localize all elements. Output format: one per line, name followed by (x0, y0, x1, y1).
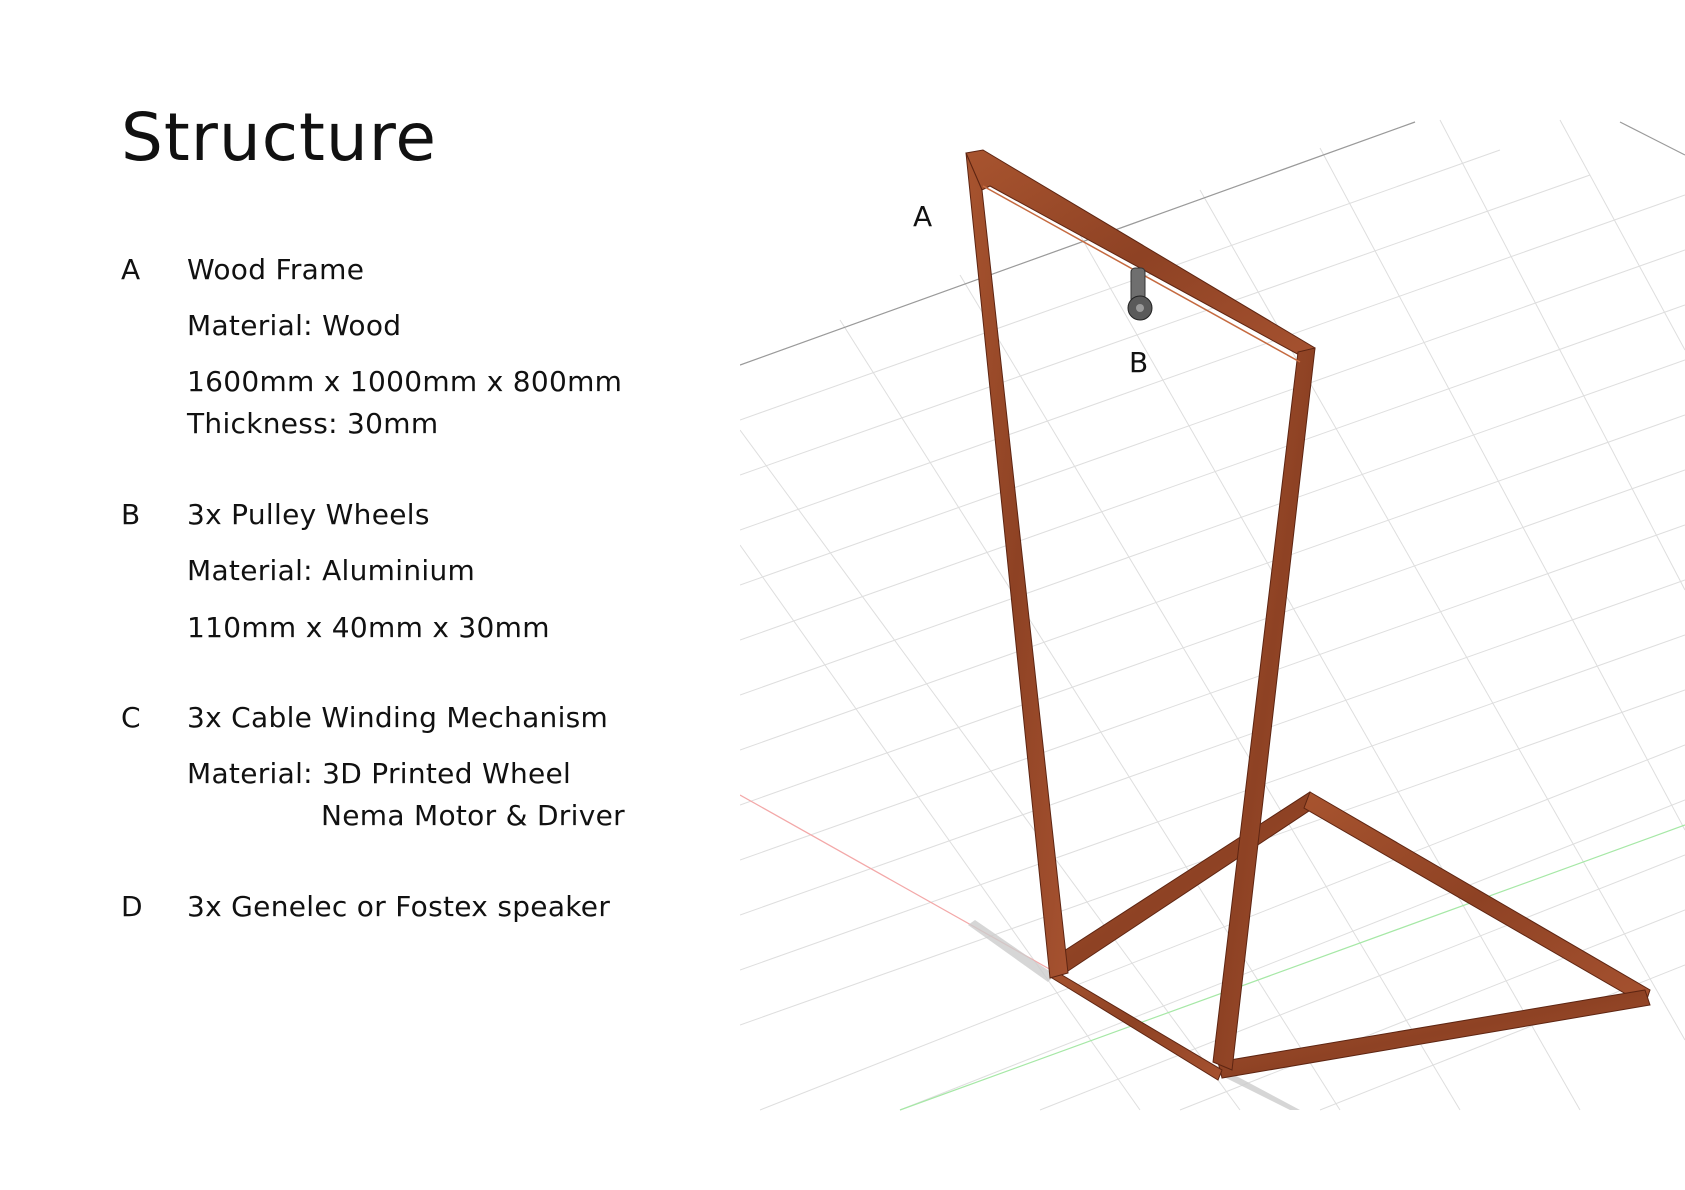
z-axis-line (899, 824, 1685, 1111)
spec-letter-b: B (121, 498, 141, 531)
page-title: Structure (121, 99, 438, 176)
horizon-line (740, 121, 1416, 366)
frame-shadow-2 (1220, 1070, 1300, 1110)
spec-name-c: 3x Cable Winding Mechanism (187, 701, 609, 734)
spec-name-d: 3x Genelec or Fostex speaker (187, 890, 611, 923)
spec-name-a: Wood Frame (187, 253, 365, 286)
spec-material-b: Material: Aluminium (187, 554, 476, 587)
spec-material-c: Material: 3D Printed Wheel (187, 757, 572, 790)
spec-letter-a: A (121, 253, 141, 286)
spec-material-extra-c: Nema Motor & Driver (321, 799, 625, 832)
drawing-label-b: B (1129, 346, 1148, 379)
frame-shadow (968, 920, 1055, 982)
base-frame (1049, 791, 1651, 1081)
upright-frame (965, 149, 1316, 1071)
spec-dimensions-b: 110mm x 40mm x 30mm (187, 611, 550, 644)
spec-letter-c: C (121, 701, 141, 734)
spec-material-a: Material: Wood (187, 309, 402, 342)
spec-dimensions-a: 1600mm x 1000mm x 800mm (187, 365, 623, 398)
spec-name-b: 3x Pulley Wheels (187, 498, 430, 531)
horizon-line-right (1619, 121, 1685, 156)
spec-thickness-a: Thickness: 30mm (187, 407, 439, 440)
spec-letter-d: D (121, 890, 143, 923)
pulley-wheel (1127, 267, 1153, 321)
drawing-label-a: A (913, 200, 932, 233)
frame-drawing: A B (740, 119, 1685, 1111)
spec-list: A Wood Frame Material: Wood 1600mm x 100… (121, 0, 721, 1000)
ground-grid (740, 119, 1685, 1111)
